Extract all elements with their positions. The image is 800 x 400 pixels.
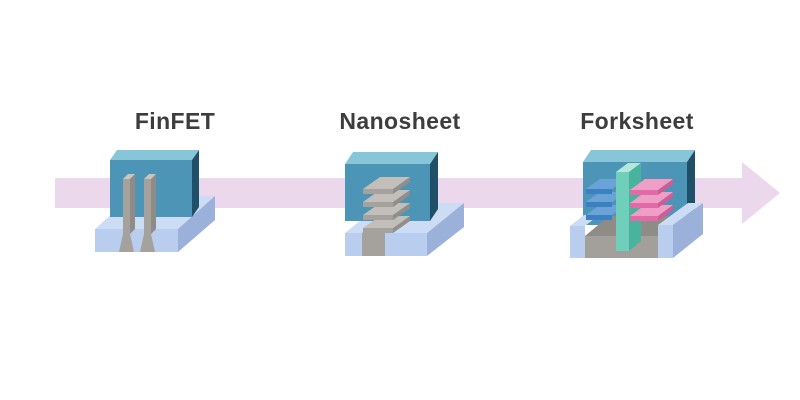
forksheet-fork-wall-front — [616, 172, 629, 251]
nanosheet-sheet-side — [393, 177, 410, 194]
nanosheet-sheet-front — [363, 189, 393, 194]
forksheet-pink-sheet-top — [630, 179, 673, 190]
finfet-fin2-top — [144, 174, 156, 179]
nanosheet-channel-stripe-front — [362, 233, 385, 256]
forksheet-pink-sheet-side — [658, 179, 673, 195]
forksheet-blue-sheet-front — [586, 215, 612, 220]
forksheet-fork-wall-top — [616, 163, 641, 172]
nanosheet-gate-top — [345, 152, 438, 164]
nanosheet-sheet-top — [363, 216, 410, 228]
finfet-gate-side — [192, 150, 199, 217]
finfet-base-side — [178, 196, 215, 252]
nanosheet-sheet-top — [363, 177, 410, 189]
finfet-fin1-front — [119, 179, 134, 252]
forksheet-pink-sheet-top — [630, 192, 673, 203]
nanosheet-sheet-side — [393, 203, 410, 220]
forksheet-pink-sheet-side — [658, 205, 673, 221]
stage-label-nanosheet: Nanosheet — [339, 108, 461, 134]
finfet-fin2-front — [140, 179, 155, 252]
finfet-fin1-side — [130, 174, 135, 234]
nanosheet-sheet-front — [363, 202, 393, 207]
nanosheet-gate-side — [430, 152, 438, 221]
forksheet-right-wall-top — [658, 203, 703, 225]
forksheet-left-wall-front — [570, 226, 585, 258]
nanosheet-sheet-side — [393, 216, 410, 233]
forksheet-blue-sheet-front — [586, 202, 612, 207]
forksheet-pink-sheet-front — [630, 190, 658, 195]
forksheet-pink-sheet-side — [658, 192, 673, 208]
nanosheet-base-front — [345, 233, 427, 256]
forksheet-pink-sheet-stack — [630, 179, 673, 221]
forksheet-pink-sheet-front — [630, 216, 658, 221]
forksheet-right-wall-front — [658, 225, 673, 258]
nanosheet-base-side — [427, 203, 464, 256]
finfet-gate-top — [110, 150, 199, 160]
nanosheet-sheet-side — [393, 190, 410, 207]
forksheet-pink-sheet-top — [630, 205, 673, 216]
nanosheet-sheet-front — [363, 228, 393, 233]
forksheet-illustration — [570, 150, 703, 258]
stage-label-finfet: FinFET — [134, 108, 216, 134]
forksheet-pink-sheet-front — [630, 203, 658, 208]
forksheet-gate-top — [583, 150, 695, 162]
stage-label-forksheet: Forksheet — [580, 108, 694, 134]
finfet-fin2-side — [151, 174, 156, 234]
forksheet-blue-sheet-front — [586, 189, 612, 194]
nanosheet-sheet-stack — [363, 177, 410, 233]
nanosheet-sheet-top — [363, 203, 410, 215]
finfet-fin1-top — [123, 174, 135, 179]
forksheet-right-wall-side — [673, 203, 703, 258]
finfet-illustration — [95, 150, 215, 252]
nanosheet-illustration — [345, 152, 464, 256]
finfet-base-front — [95, 229, 178, 252]
nanosheet-sheet-front — [363, 215, 393, 220]
nanosheet-sheet-top — [363, 190, 410, 202]
